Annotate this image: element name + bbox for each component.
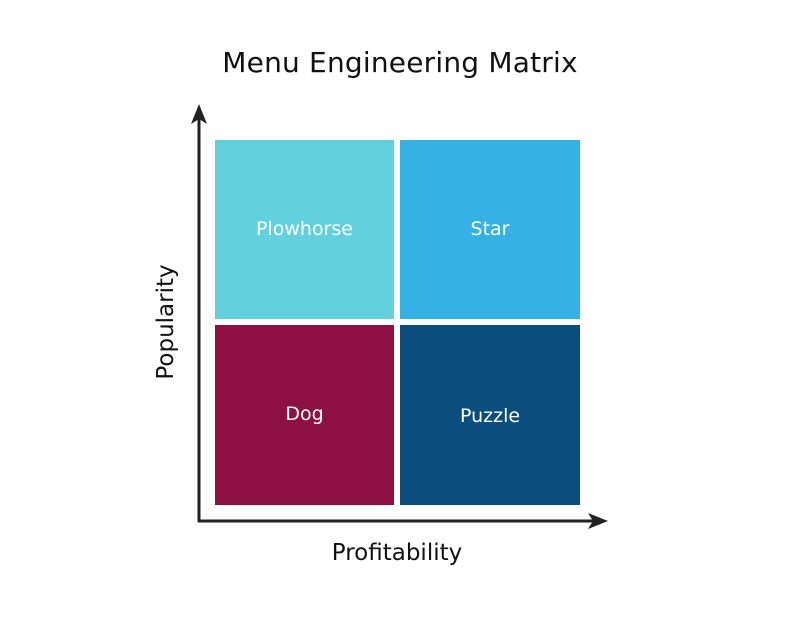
diagram-title: Menu Engineering Matrix [222,46,578,79]
x-axis-label: Profitability [331,540,463,566]
quadrant-label-star: Star [470,217,510,240]
x-axis-arrow-icon [588,513,608,529]
y-axis-label: Popularity [153,264,179,380]
quadrant-dog: Dog [215,325,394,505]
quadrant-label-puzzle: Puzzle [459,404,521,427]
quadrant-label-dog: Dog [285,402,324,425]
quadrant-star: Star [400,140,580,319]
quadrant-plowhorse: Plowhorse [215,140,394,319]
y-axis-arrow-icon [191,104,207,124]
quadrant-puzzle: Puzzle [400,325,580,505]
quadrant-label-plowhorse: Plowhorse [256,217,353,240]
